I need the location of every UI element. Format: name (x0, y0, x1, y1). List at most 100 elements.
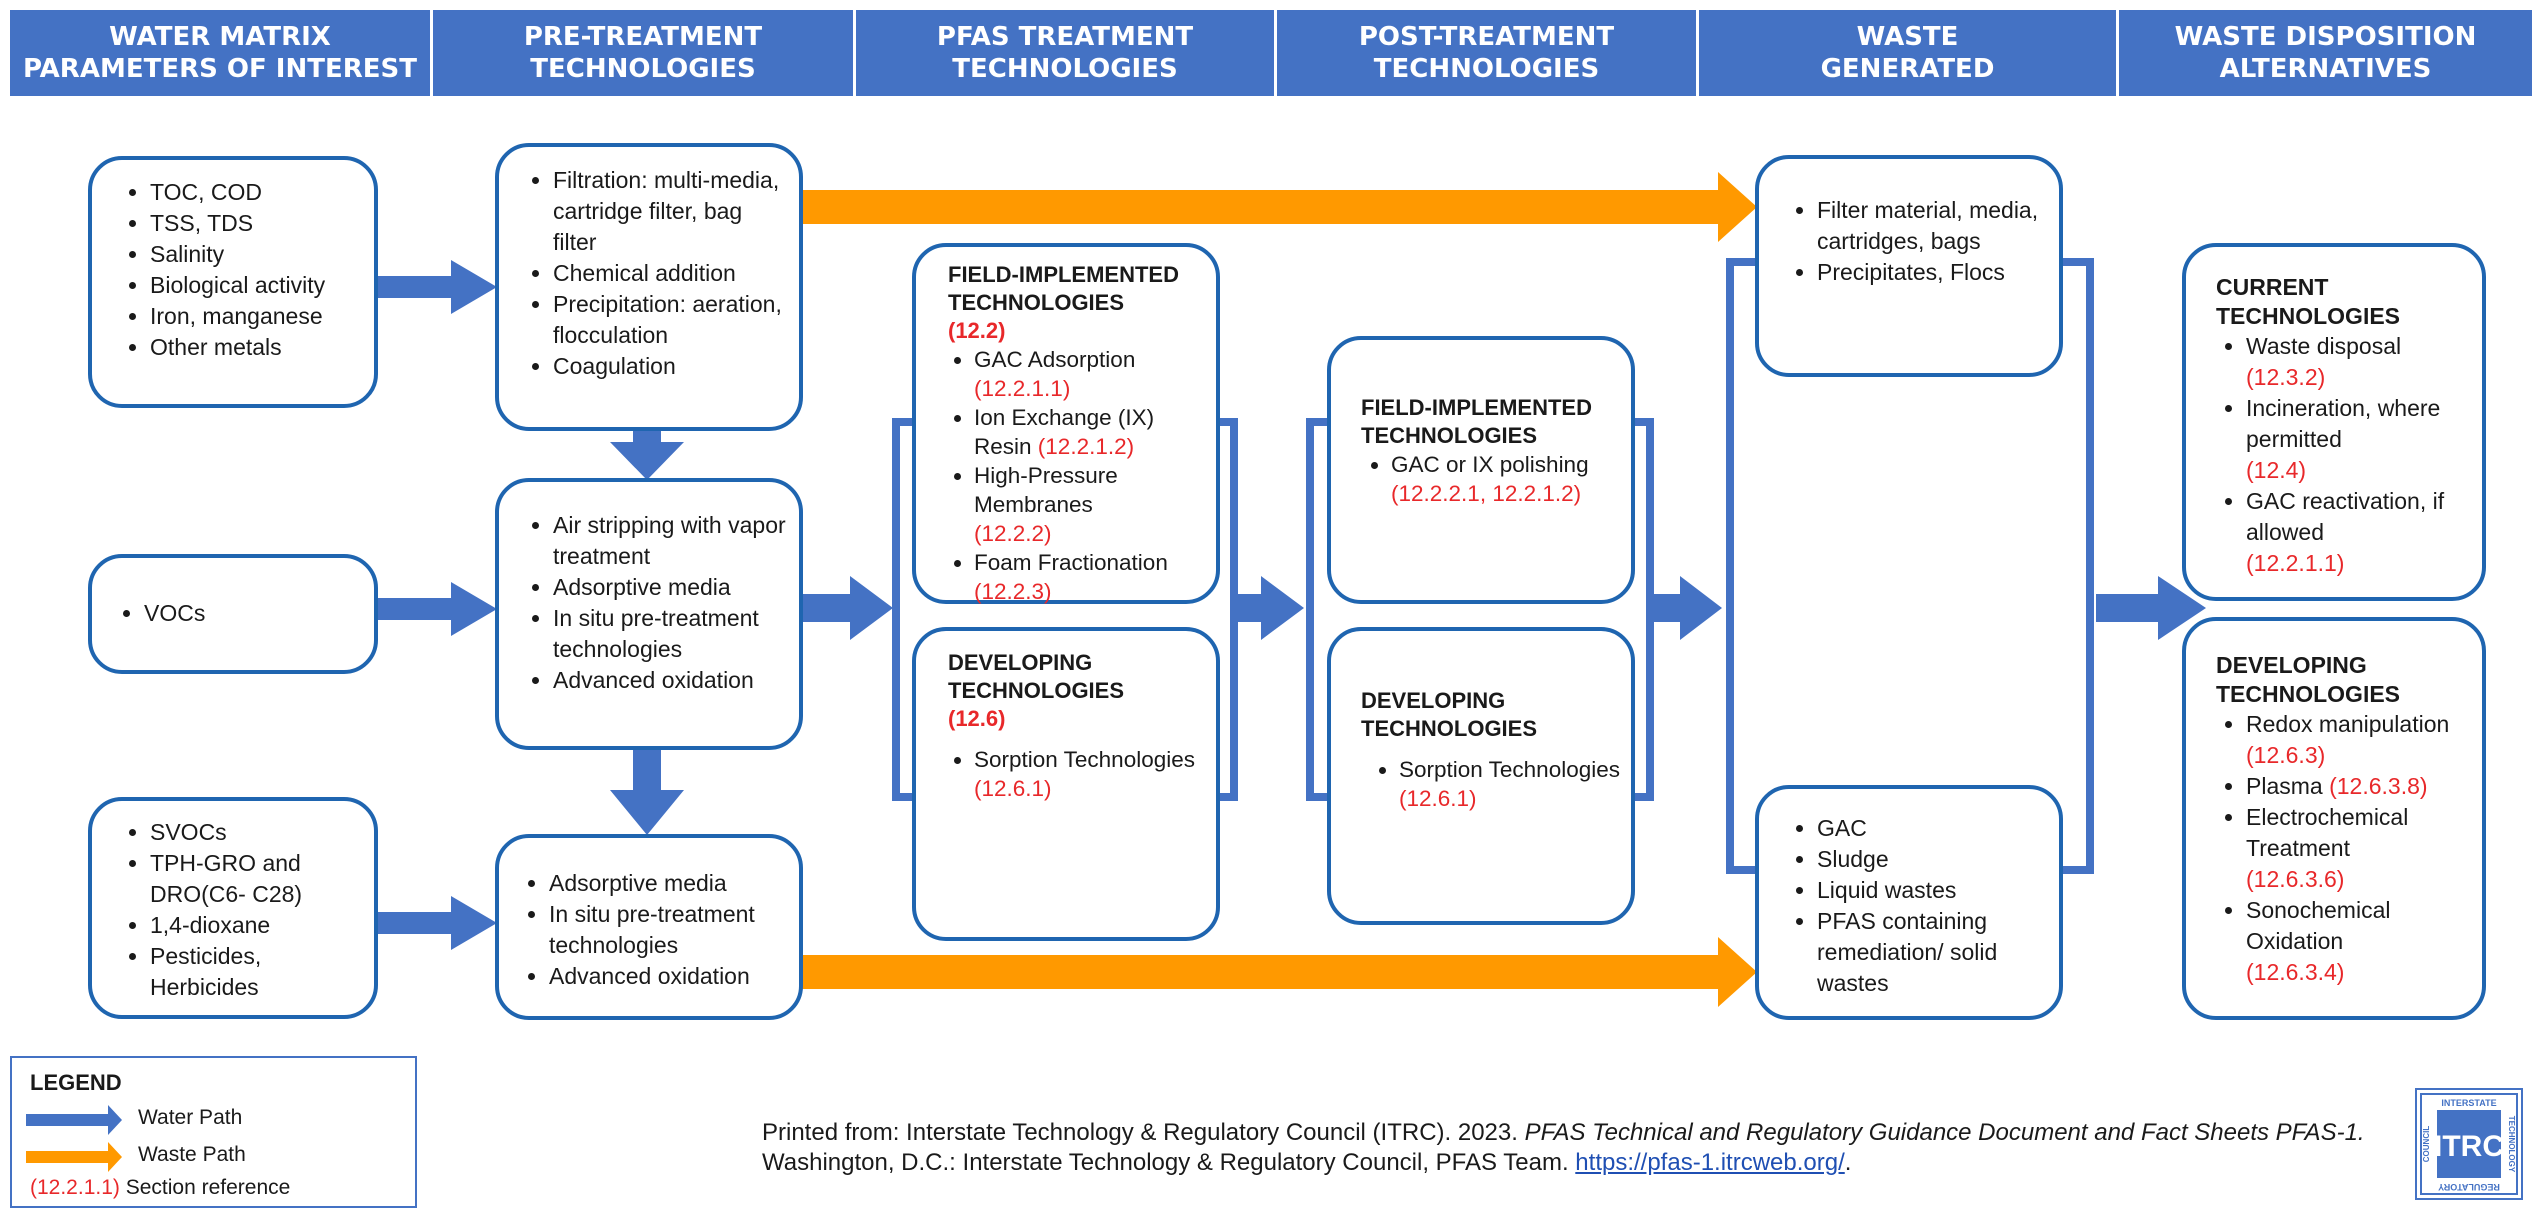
water-path-arrow (2096, 576, 2206, 640)
item-text: Redox manipulation (2246, 711, 2450, 737)
logo-main-text: ITRC (2434, 1130, 2504, 1163)
list-item: Iron, manganese (150, 301, 374, 332)
section-reference: (12.3.2) (2246, 364, 2326, 390)
post-developing-box: DEVELOPING TECHNOLOGIES Sorption Technol… (1327, 627, 1635, 925)
water-path-arrow (376, 896, 497, 950)
section-reference: (12.2.2.1, 12.2.1.2) (1391, 481, 1582, 506)
section-reference: (12.6.1) (1399, 786, 1477, 811)
column-header-waste-generated: WASTE GENERATED (1699, 10, 2116, 96)
list-item: GAC reactivation, if allowed (12.2.1.1) (2246, 486, 2476, 579)
item-text: Foam Fractionation (974, 550, 1168, 575)
legend-waste-path-label: Waste Path (138, 1143, 246, 1166)
water-path-arrow (1236, 576, 1304, 640)
list-item: Ion Exchange (IX) Resin (12.2.1.2) (974, 403, 1206, 461)
section-reference: (12.2.1.2) (1037, 434, 1135, 459)
list-item: 1,4-dioxane (150, 910, 374, 941)
post-field-title: FIELD-IMPLEMENTED TECHNOLOGIES (1361, 395, 1592, 448)
section-reference: (12.2.3) (974, 579, 1052, 604)
post-developing-title: DEVELOPING TECHNOLOGIES (1361, 688, 1538, 741)
list-item: In situ pre-treatment technologies (549, 899, 791, 961)
disposition-developing-box: DEVELOPING TECHNOLOGIES Redox manipulati… (2182, 617, 2486, 1020)
section-reference: (12.6.3.4) (2246, 959, 2345, 985)
list-item: Sonochemical Oxidation(12.6.3.4) (2246, 895, 2476, 988)
legend-waste-arrow-shape (26, 1142, 122, 1172)
waste-bracket-right (2062, 258, 2094, 874)
water-matrix-box-svocs: SVOCs TPH-GRO and DRO(C6- C28) 1,4-dioxa… (88, 797, 378, 1019)
section-reference: (12.2.1.1) (2246, 550, 2345, 576)
water-matrix-box-general: TOC, COD TSS, TDS Salinity Biological ac… (88, 156, 378, 408)
water-path-arrow (800, 576, 893, 640)
list-item: Air stripping with vapor treatment (553, 510, 789, 572)
item-text: Sorption Technologies (974, 747, 1195, 772)
item-text: GAC Adsorption (974, 347, 1136, 372)
list-item: Filter material, media, cartridges, bags (1817, 195, 2059, 257)
itrc-logo-graphic: ITRC INTERSTATE REGULATORY TECHNOLOGY CO… (2420, 1093, 2518, 1195)
disposition-developing-title: DEVELOPING TECHNOLOGIES (2216, 652, 2401, 707)
waste-bracket-left (1726, 258, 1755, 874)
water-path-arrow (376, 260, 497, 314)
water-path-arrow (610, 748, 684, 835)
list-item: Adsorptive media (549, 868, 791, 899)
list-item: TPH-GRO and DRO(C6- C28) (150, 848, 374, 910)
list-item: Biological activity (150, 270, 374, 301)
list-item: Plasma (12.6.3.8) (2246, 771, 2476, 802)
pfas-developing-title: DEVELOPING TECHNOLOGIES (948, 650, 1125, 703)
waste-box-gac-sludge: GAC Sludge Liquid wastes PFAS containing… (1755, 785, 2063, 1020)
column-header-pretreatment: PRE-TREATMENT TECHNOLOGIES (433, 10, 853, 96)
legend-water-path-label: Water Path (138, 1106, 243, 1129)
list-item: TOC, COD (150, 177, 374, 208)
item-text: GAC or IX polishing (1391, 452, 1589, 477)
list-item: High-Pressure Membranes(12.2.2) (974, 461, 1206, 548)
section-reference: (12.6.1) (974, 776, 1052, 801)
item-text: GAC reactivation, if allowed (2246, 488, 2445, 545)
waste-path-arrow (801, 172, 1757, 242)
citation-link[interactable]: https://pfas-1.itrcweb.org/ (1575, 1149, 1845, 1176)
item-text: Plasma (2246, 773, 2323, 799)
column-header-water-matrix: WATER MATRIX PARAMETERS OF INTEREST (10, 10, 430, 96)
section-reference: (12.6.3.8) (2329, 773, 2428, 799)
post-bracket-right (1632, 418, 1654, 801)
water-path-arrow (376, 582, 497, 636)
list-item: Foam Fractionation (12.2.3) (974, 548, 1206, 606)
pretreatment-box-air-stripping: Air stripping with vapor treatment Adsor… (495, 478, 803, 750)
disposition-current-box: CURRENT TECHNOLOGIES Waste disposal(12.3… (2182, 243, 2486, 601)
list-item: Filtration: multi-media, cartridge filte… (553, 165, 789, 258)
legend-title: LEGEND (30, 1070, 122, 1095)
section-reference: (12.2.2) (974, 521, 1052, 546)
water-matrix-box-vocs: VOCs (88, 554, 378, 674)
post-field-implemented-box: FIELD-IMPLEMENTED TECHNOLOGIES GAC or IX… (1327, 336, 1635, 604)
logo-right-text: TECHNOLOGY (2507, 1116, 2516, 1173)
list-item: Other metals (150, 332, 374, 363)
pfas-developing-box: DEVELOPING TECHNOLOGIES (12.6) Sorption … (912, 627, 1220, 941)
list-item: Pesticides, Herbicides (150, 941, 374, 1003)
list-item: Incineration, where permitted (12.4) (2246, 393, 2476, 486)
list-item: Coagulation (553, 351, 789, 382)
section-reference: (12.4) (2246, 457, 2307, 483)
list-item: Precipitates, Flocs (1817, 257, 2059, 288)
list-item: Sludge (1817, 844, 2059, 875)
list-item: GAC (1817, 813, 2059, 844)
waste-box-filter-material: Filter material, media, cartridges, bags… (1755, 155, 2063, 377)
column-header-waste-disposition: WASTE DISPOSITION ALTERNATIVES (2119, 10, 2532, 96)
list-item: Sorption Technologies (12.6.1) (1399, 755, 1621, 813)
list-item: Precipitation: aeration, flocculation (553, 289, 789, 351)
list-item: Advanced oxidation (553, 665, 789, 696)
item-text: Sorption Technologies (1399, 757, 1620, 782)
pfas-field-title: FIELD-IMPLEMENTED TECHNOLOGIES (948, 262, 1179, 315)
citation-title: PFAS Technical and Regulatory Guidance D… (1524, 1119, 2365, 1146)
pfas-field-implemented-box: FIELD-IMPLEMENTED TECHNOLOGIES (12.2) GA… (912, 243, 1220, 604)
item-text: Incineration, where permitted (2246, 395, 2441, 452)
list-item: PFAS containing remediation/ solid waste… (1817, 906, 2059, 999)
pfas-bracket-right (1218, 418, 1238, 801)
list-item: Sorption Technologies (12.6.1) (974, 745, 1206, 803)
list-item: Redox manipulation(12.6.3) (2246, 709, 2476, 771)
citation-footer: Printed from: Interstate Technology & Re… (762, 1118, 2402, 1178)
list-item: SVOCs (150, 817, 374, 848)
list-item: Advanced oxidation (549, 961, 791, 992)
section-reference: (12.2.1.1) (974, 376, 1071, 401)
logo-left-text: COUNCIL (2422, 1126, 2431, 1163)
section-reference: (12.6.3.6) (2246, 866, 2345, 892)
list-item: Adsorptive media (553, 572, 789, 603)
list-item: Salinity (150, 239, 374, 270)
list-item: VOCs (144, 598, 374, 629)
